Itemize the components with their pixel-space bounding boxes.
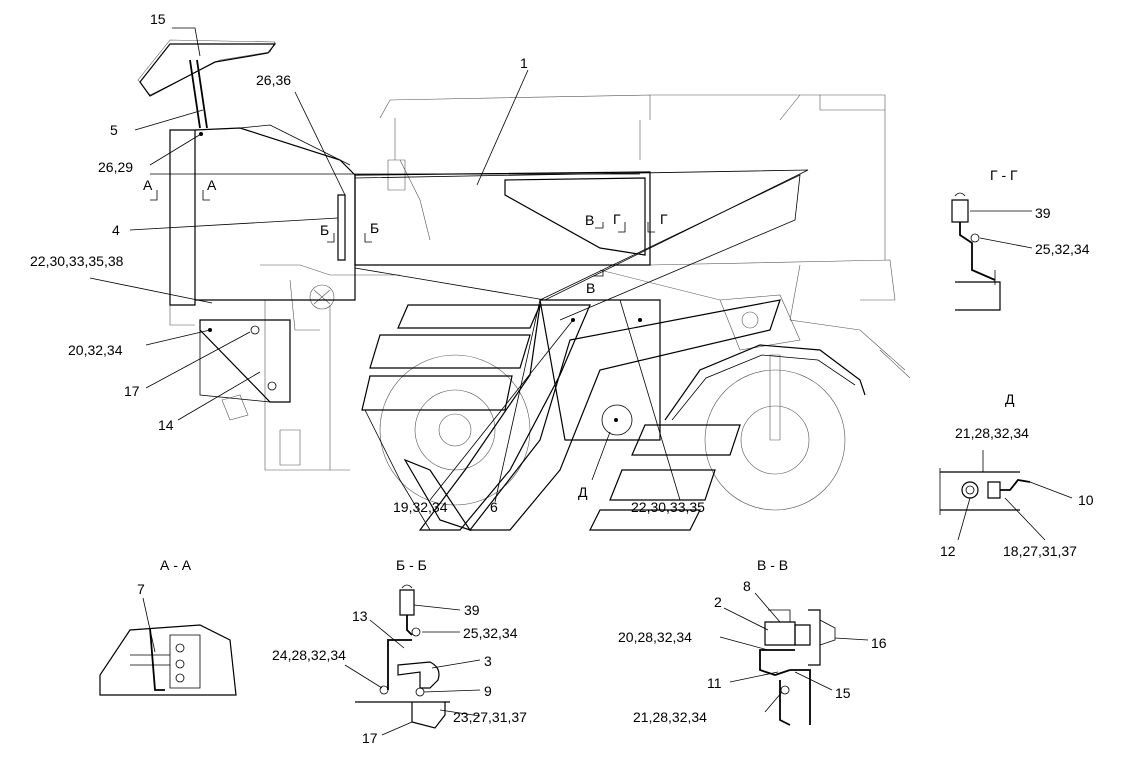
section-marks: А А Б Б В В Г Г Д (143, 177, 668, 500)
label-bb-3: 3 (484, 653, 492, 669)
label-bb-24-28-32-34: 24,28,32,34 (272, 647, 346, 663)
label-15: 15 (150, 11, 166, 27)
section-title-g-g: Г - Г (990, 167, 1018, 183)
label-vv-16: 16 (871, 635, 887, 651)
label-bb-13: 13 (352, 608, 368, 624)
section-title-b-b: Б - Б (396, 557, 427, 573)
main-view-parts (139, 43, 866, 532)
section-mark-g-left: Г (613, 211, 621, 227)
label-20-32-34: 20,32,34 (68, 342, 123, 358)
label-5: 5 (110, 122, 118, 138)
label-d-10: 10 (1078, 492, 1094, 508)
section-g-g: Г - Г 39 25,32,34 (951, 167, 1090, 311)
label-bb-17: 17 (362, 730, 378, 746)
label-vv-15: 15 (835, 685, 851, 701)
label-gg-25-32-34: 25,32,34 (1035, 241, 1090, 257)
label-26-29: 26,29 (98, 159, 133, 175)
label-vv-20-28-32-34: 20,28,32,34 (618, 629, 692, 645)
label-d-12: 12 (940, 543, 956, 559)
main-view-callouts: 15 5 26,29 26,36 1 4 22,30,33,35,38 20,3… (30, 11, 705, 515)
section-mark-v-bottom: В (586, 280, 595, 296)
section-title-a-a: А - А (160, 557, 192, 573)
label-gg-39: 39 (1035, 205, 1051, 221)
label-vv-11: 11 (707, 675, 722, 691)
label-22-30-33-35-38: 22,30,33,35,38 (30, 253, 124, 269)
section-v-v: В - В 8 2 20,28,32,34 16 11 15 21,28,32,… (618, 557, 887, 726)
label-bb-23-27-31-37: 23,27,31,37 (453, 709, 527, 725)
section-mark-g-right: Г (660, 211, 668, 227)
label-d-18-27-31-37: 18,27,31,37 (1003, 543, 1077, 559)
label-bb-39: 39 (464, 602, 480, 618)
label-4: 4 (112, 222, 120, 238)
section-title-d: Д (1005, 391, 1015, 407)
section-b-b: Б - Б 13 39 25,32,34 24,28,32,34 3 9 23,… (272, 557, 527, 746)
label-14: 14 (158, 417, 174, 433)
label-aa-7: 7 (137, 581, 145, 597)
section-title-v-v: В - В (757, 557, 788, 573)
label-vv-2: 2 (714, 594, 722, 610)
label-26-36: 26,36 (256, 72, 291, 88)
label-22-30-33-35: 22,30,33,35 (631, 499, 705, 515)
label-17: 17 (124, 383, 140, 399)
label-bb-25-32-34: 25,32,34 (463, 625, 518, 641)
view-d: Д 21,28,32,34 10 12 18,27,31,37 (939, 391, 1094, 559)
section-mark-v-top: В (585, 212, 594, 228)
section-mark-b-right: Б (370, 220, 379, 236)
label-vv-8: 8 (743, 578, 751, 594)
section-mark-a-right: А (207, 177, 217, 193)
section-a-a: А - А 7 (99, 557, 237, 696)
section-mark-d: Д (578, 484, 588, 500)
label-d-21-28-32-34: 21,28,32,34 (955, 425, 1029, 441)
label-bb-9: 9 (484, 683, 492, 699)
label-6: 6 (490, 499, 498, 515)
label-1: 1 (520, 55, 528, 71)
label-19-32-34: 19,32,34 (393, 499, 448, 515)
section-mark-a-left: А (143, 177, 153, 193)
machine-background (137, 39, 911, 511)
section-mark-b-left: Б (320, 222, 329, 238)
label-vv-21-28-32-34: 21,28,32,34 (633, 709, 707, 725)
